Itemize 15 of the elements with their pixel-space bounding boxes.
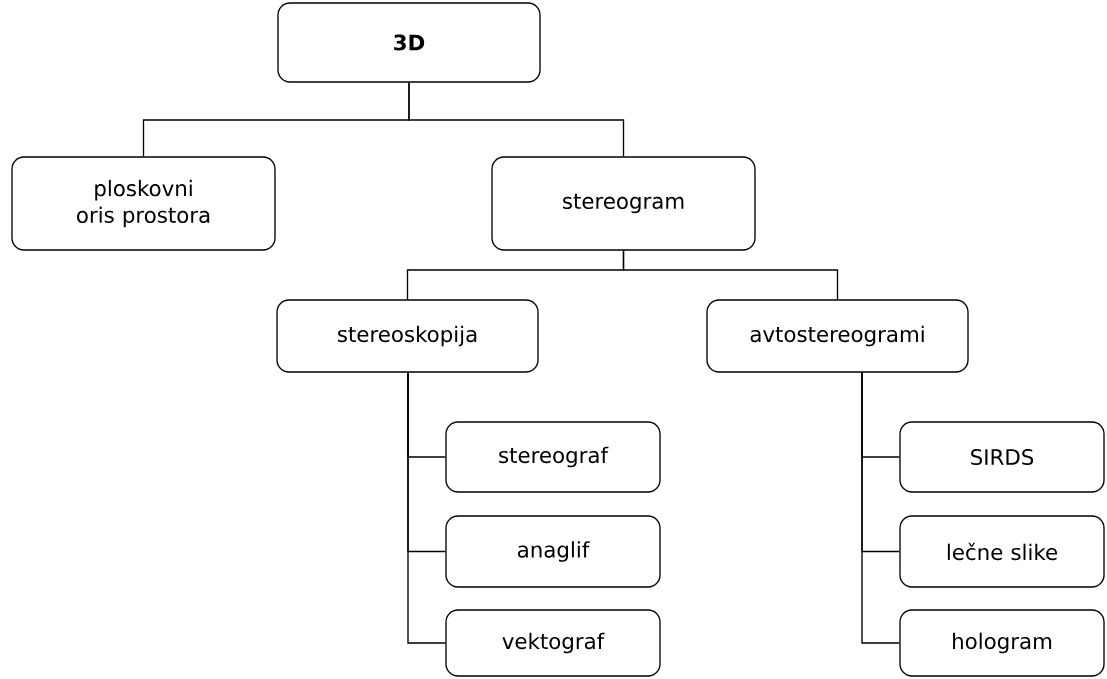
process-box: SIRDS xyxy=(899,421,1105,493)
process-box: avtostereogrami xyxy=(706,299,969,373)
process-box: stereogram xyxy=(491,156,756,251)
process-box: vektograf xyxy=(445,609,661,677)
process-box: 3D xyxy=(277,2,541,83)
process-box: stereograf xyxy=(445,421,661,493)
connector-line xyxy=(408,82,625,157)
process-box: anaglif xyxy=(445,515,661,588)
connector-line xyxy=(861,372,900,644)
process-box: stereoskopija xyxy=(276,299,539,373)
process-box: hologram xyxy=(899,609,1105,677)
process-box: lečne slike xyxy=(899,515,1105,588)
connector-line xyxy=(622,250,839,300)
process-box: ploskovni oris prostora xyxy=(11,156,276,251)
connector-line xyxy=(407,372,446,644)
